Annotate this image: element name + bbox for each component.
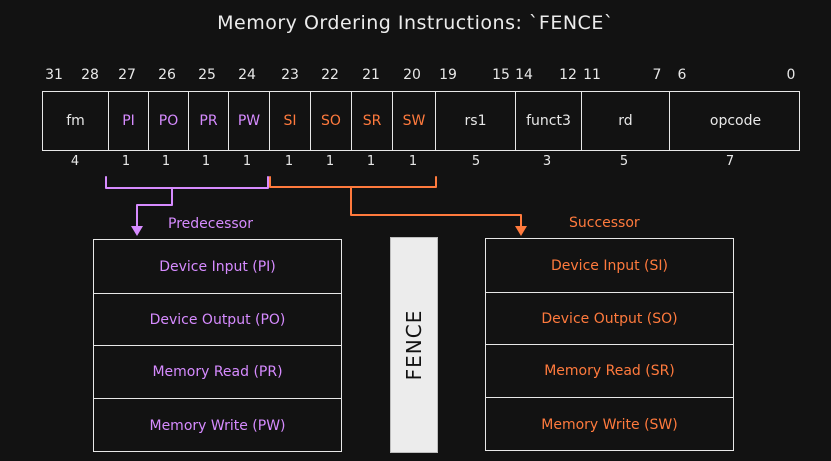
bit-number-22: 22 (321, 67, 339, 83)
bit-number-7: 7 (652, 67, 662, 83)
bit-number-21: 21 (362, 67, 380, 83)
bit-number-28: 28 (81, 67, 99, 83)
width-rd: 5 (619, 154, 629, 169)
field-opcode: opcode (709, 113, 762, 129)
width-pr: 1 (201, 154, 211, 169)
fence-bar: FENCE (390, 237, 438, 453)
successor-item-sr: Memory Read (SR) (486, 345, 733, 398)
field-sr: SR (352, 92, 393, 150)
successor-item-sw: Memory Write (SW) (541, 417, 678, 433)
field-sw: SW (393, 92, 436, 150)
diagram-title: Memory Ordering Instructions: `FENCE` (217, 12, 614, 34)
bit-number-19: 19 (439, 67, 457, 83)
predecessor-item-pr: Memory Read (PR) (94, 346, 341, 399)
bit-number-11: 11 (583, 67, 601, 83)
predecessor-item-po: Device Output (PO) (94, 294, 341, 346)
field-fm: fm (43, 92, 109, 150)
predecessor-bracket (105, 176, 269, 189)
bit-number-23: 23 (281, 67, 299, 83)
successor-arrowhead (515, 226, 527, 236)
width-opcode: 7 (725, 154, 735, 169)
successor-arrow-line (350, 186, 522, 229)
field-so: SO (311, 92, 352, 150)
predecessor-arrowhead (131, 226, 143, 236)
width-pi: 1 (121, 154, 131, 169)
bit-number-27: 27 (118, 67, 136, 83)
field-pw: PW (229, 92, 270, 150)
width-funct3: 3 (542, 154, 552, 169)
field-pr: PR (189, 92, 229, 150)
predecessor-box: Device Input (PI) Device Output (PO) Mem… (93, 239, 342, 452)
width-pw: 1 (242, 154, 252, 169)
bit-number-31: 31 (45, 67, 63, 83)
bit-number-20: 20 (403, 67, 421, 83)
bit-number-24: 24 (238, 67, 256, 83)
field-funct3: funct3 (516, 92, 582, 150)
width-po: 1 (161, 154, 171, 169)
bit-number-26: 26 (158, 67, 176, 83)
successor-item-si: Device Input (SI) (486, 239, 733, 293)
field-po: PO (149, 92, 189, 150)
instruction-encoding: fm PI PO PR PW SI SO SR SW rs1 funct3 rd… (42, 91, 800, 151)
width-rs1: 5 (471, 154, 481, 169)
predecessor-arrow-line (136, 187, 173, 229)
bit-number-15: 15 (492, 67, 510, 83)
successor-label: Successor (569, 215, 640, 231)
width-sr: 1 (366, 154, 376, 169)
successor-bracket (269, 176, 437, 188)
successor-box: Device Input (SI) Device Output (SO) Mem… (485, 238, 734, 451)
bit-number-14: 14 (515, 67, 533, 83)
bit-number-25: 25 (198, 67, 216, 83)
bit-number-12: 12 (559, 67, 577, 83)
fence-label: FENCE (402, 309, 426, 381)
successor-item-so: Device Output (SO) (486, 293, 733, 345)
field-rs1: rs1 (436, 92, 516, 150)
predecessor-item-pw: Memory Write (PW) (149, 418, 286, 434)
width-fm: 4 (70, 154, 80, 169)
predecessor-label: Predecessor (168, 216, 253, 232)
predecessor-item-pi: Device Input (PI) (94, 240, 341, 294)
width-so: 1 (325, 154, 335, 169)
width-sw: 1 (408, 154, 418, 169)
field-pi: PI (109, 92, 149, 150)
field-si: SI (270, 92, 311, 150)
bit-number-0: 0 (786, 67, 796, 83)
width-si: 1 (284, 154, 294, 169)
field-rd: rd (582, 92, 670, 150)
bit-number-6: 6 (677, 67, 687, 83)
